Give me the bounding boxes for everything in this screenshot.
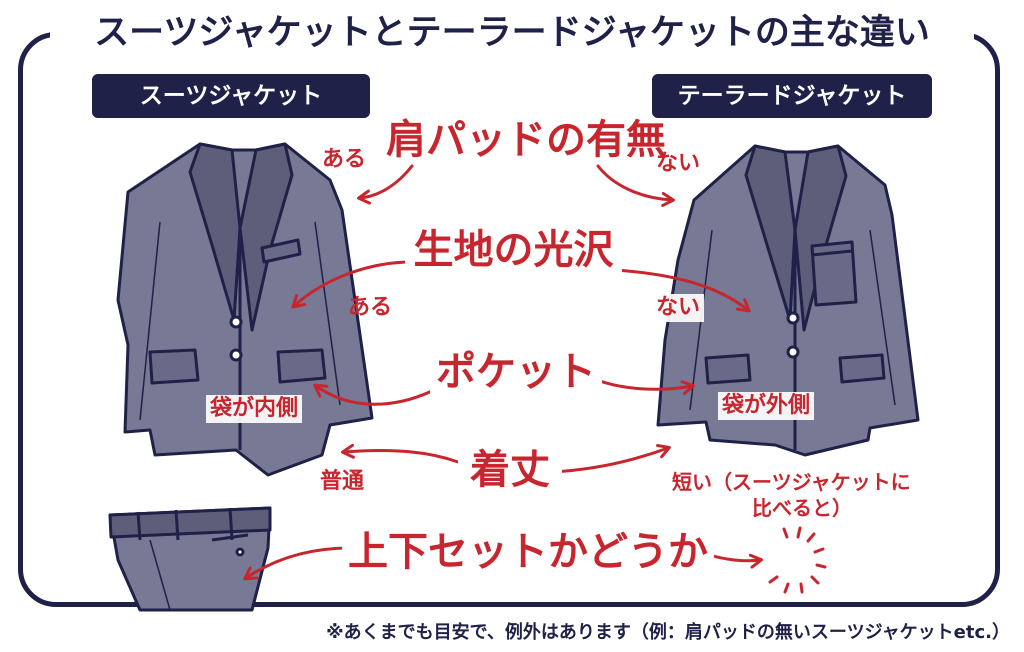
page-title: スーツジャケットとテーラードジャケットの主な違い [50, 6, 974, 60]
arrow-pocket-left [313, 383, 440, 406]
criterion-set: 上下セットかどうか [342, 528, 714, 576]
arrow-set-left [243, 546, 352, 581]
criterion-pocket: ポケット [430, 348, 602, 396]
criterion-length: 着丈 [458, 446, 562, 494]
comparison-arrows [243, 164, 763, 581]
suit-jacket-illustration [116, 142, 374, 477]
criterion-shoulder-pad: 肩パッドの有無 [380, 116, 666, 164]
criterion-fabric-gloss: 生地の光沢 [405, 226, 622, 274]
answer-shoulder-right: ない [656, 151, 701, 176]
answer-fabric-right: ない [652, 294, 705, 322]
tailored-jacket-illustration [656, 144, 920, 457]
answer-fabric-left: ある [348, 295, 393, 320]
arrow-length-left [341, 443, 460, 464]
footnote: ※あくまでも目安で、例外はあります（例：肩パッドの無いスーツジャケットetc.） [326, 622, 1010, 643]
arrow-fabric-right [614, 268, 751, 313]
arrow-shoulder-left [357, 164, 414, 205]
answer-pocket-right: 袋が外側 [718, 392, 815, 420]
arrow-set-right [704, 552, 763, 569]
answer-shoulder-left: ある [322, 147, 367, 172]
answer-length-left: 普通 [320, 469, 365, 494]
trousers-illustration [108, 506, 272, 612]
answer-length-right-line1: 短い（スーツジャケットに [672, 470, 911, 494]
suit-jacket-label: スーツジャケット [92, 74, 370, 118]
answer-length-right-line2: 比べると） [752, 496, 852, 520]
answer-pocket-left: 袋が内側 [206, 395, 303, 423]
tailored-jacket-label: テーラードジャケット [652, 74, 932, 118]
arrow-length-right [550, 443, 671, 474]
arrow-shoulder-right [596, 164, 675, 207]
burst-mark [768, 526, 827, 594]
arrow-fabric-left [291, 260, 414, 309]
